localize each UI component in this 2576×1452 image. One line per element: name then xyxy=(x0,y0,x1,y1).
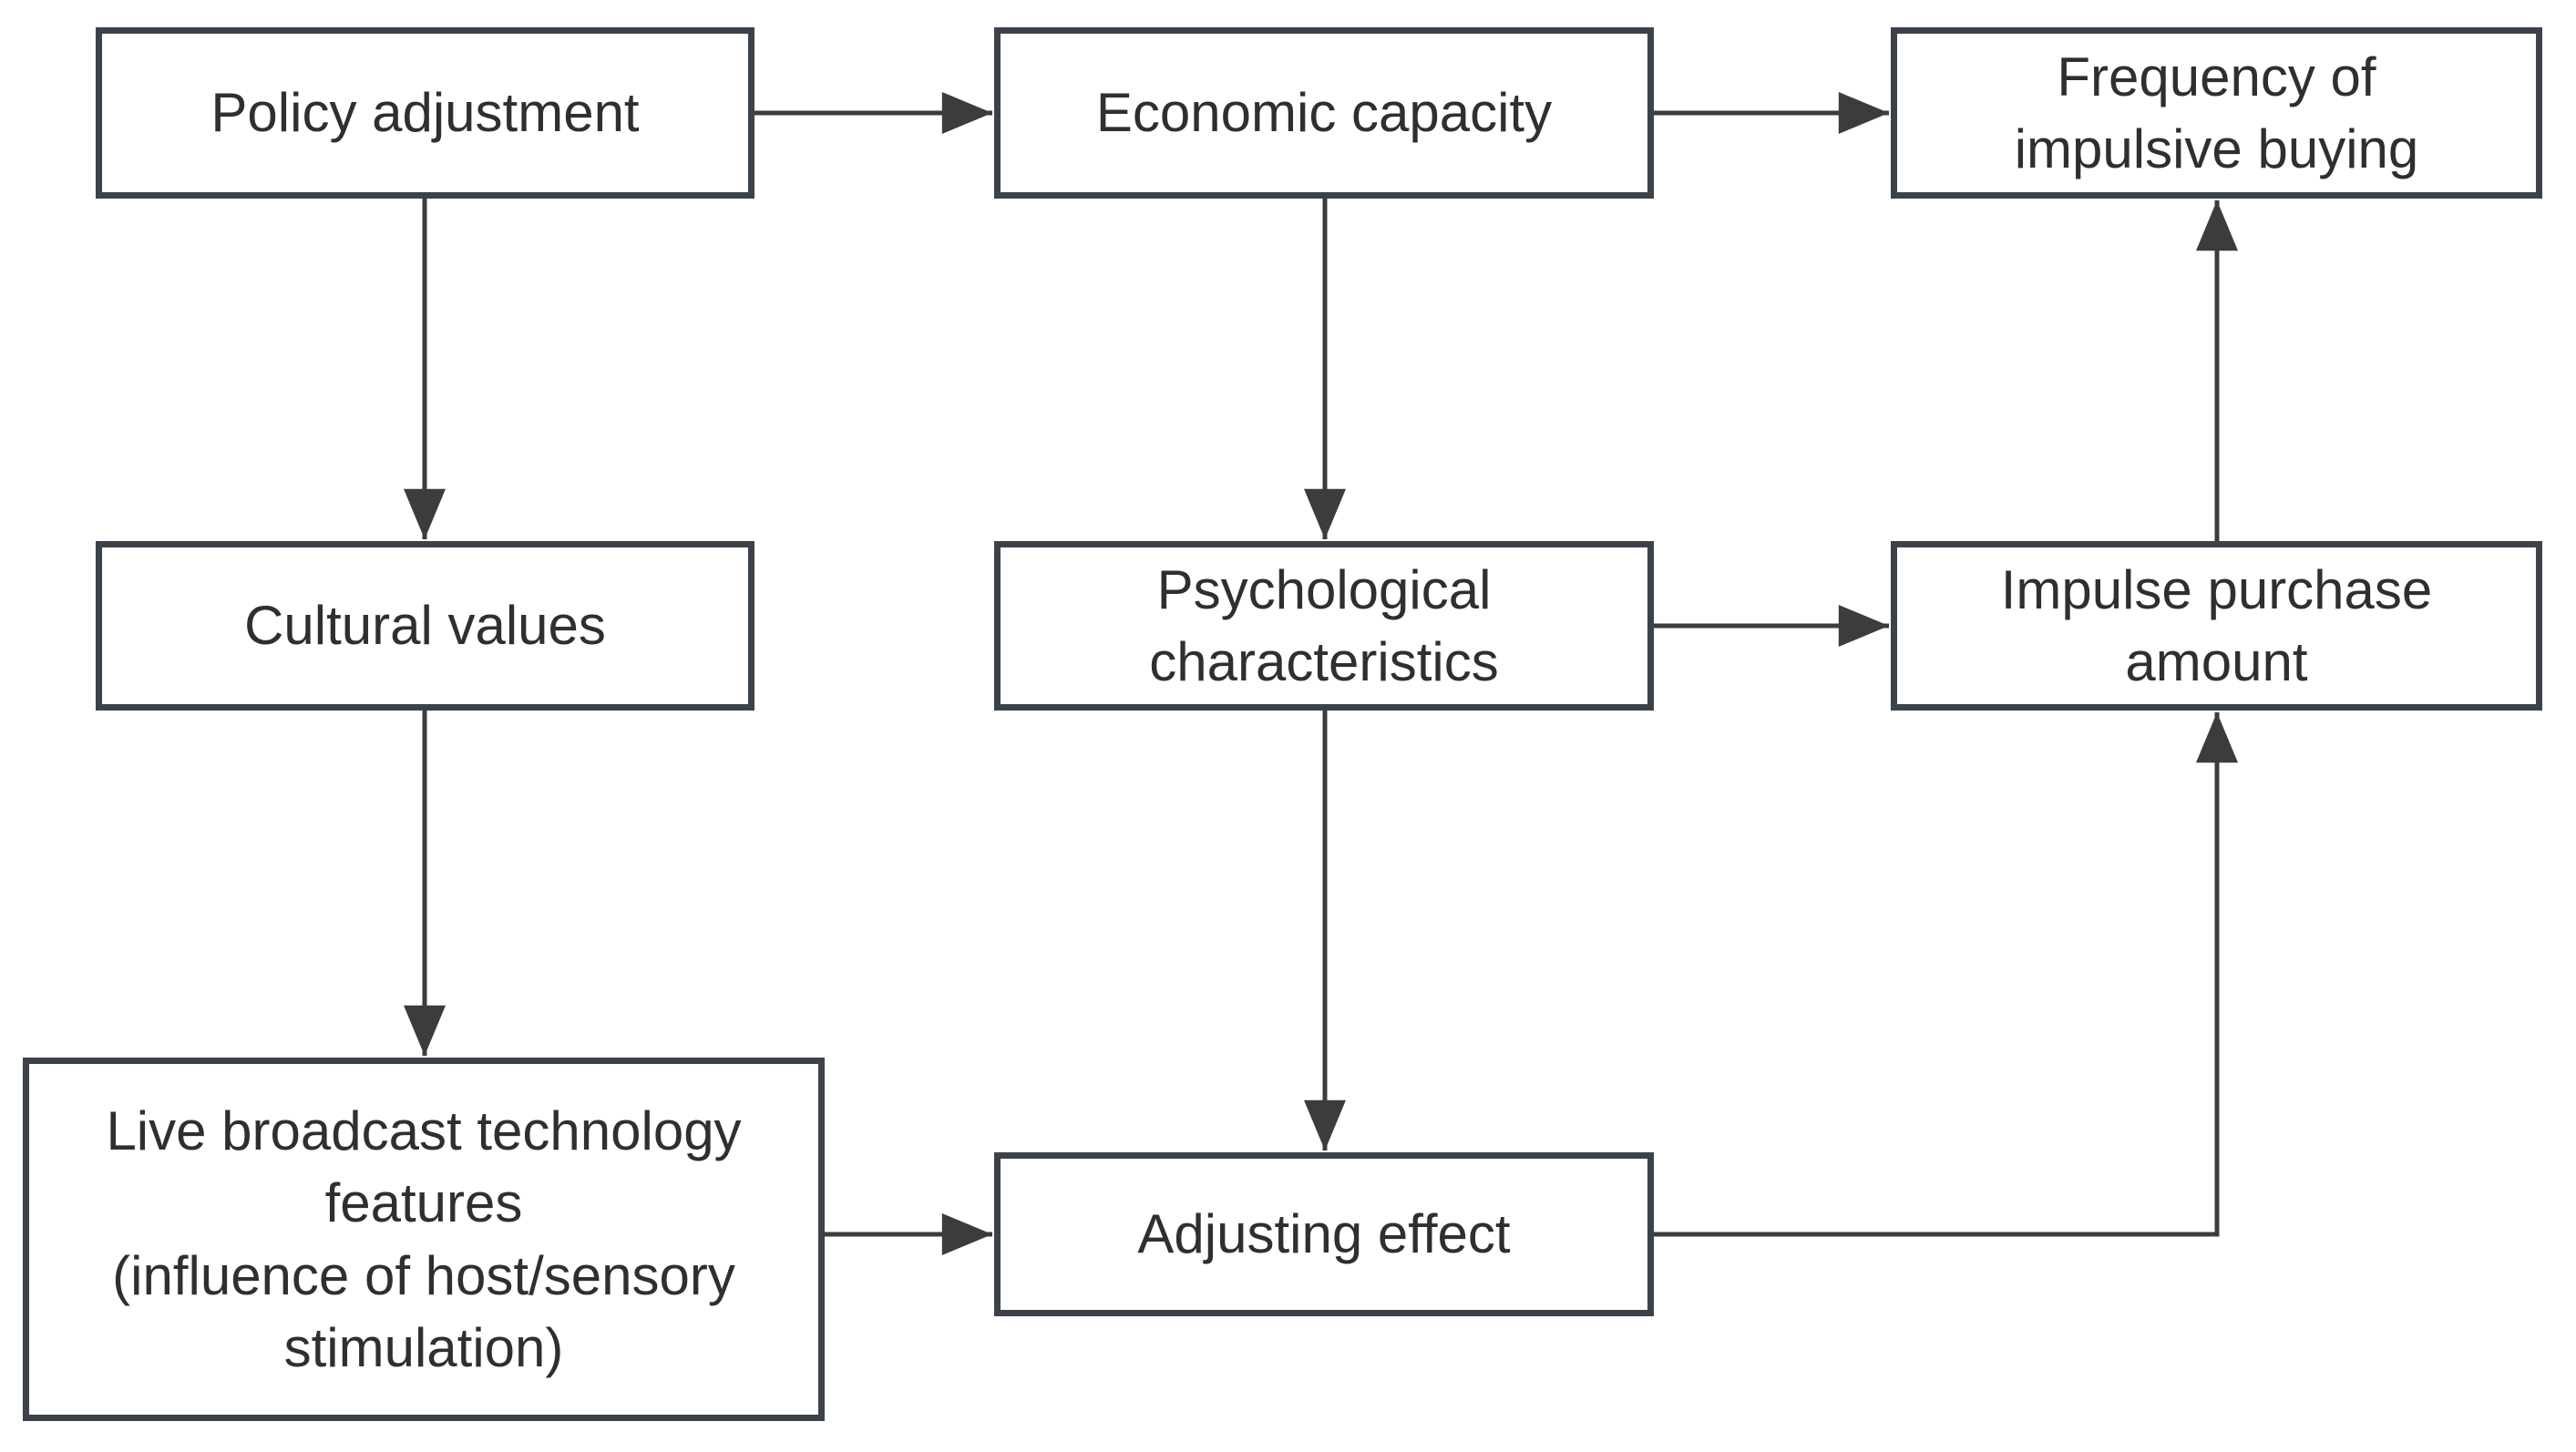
node-cultural-values: Cultural values xyxy=(96,541,754,711)
node-economic-capacity-label: Economic capacity xyxy=(1095,82,1553,144)
node-frequency-of-impulsive-buying-label: Frequency of impulsive buying xyxy=(2014,46,2419,179)
node-cultural-values-label: Cultural values xyxy=(244,595,606,657)
node-psychological-characteristics: Psychological characteristics xyxy=(994,541,1654,711)
node-adjusting-effect-label: Adjusting effect xyxy=(1137,1203,1511,1265)
node-live-broadcast-technology-features-label: Live broadcast technology features (infl… xyxy=(106,1100,742,1378)
arrow-adjusting-to-impulse xyxy=(1654,712,2238,1237)
node-economic-capacity: Economic capacity xyxy=(994,27,1654,199)
node-impulse-purchase-amount-label: Impulse purchase amount xyxy=(2000,558,2433,692)
node-impulse-purchase-amount: Impulse purchase amount xyxy=(1891,541,2542,711)
node-frequency-of-impulsive-buying: Frequency of impulsive buying xyxy=(1891,27,2542,199)
node-live-broadcast-technology-features: Live broadcast technology features (infl… xyxy=(23,1058,825,1421)
node-policy-adjustment-label: Policy adjustment xyxy=(210,82,640,144)
node-psychological-characteristics-label: Psychological characteristics xyxy=(1149,558,1499,692)
node-adjusting-effect: Adjusting effect xyxy=(994,1152,1654,1316)
node-policy-adjustment: Policy adjustment xyxy=(96,27,754,199)
